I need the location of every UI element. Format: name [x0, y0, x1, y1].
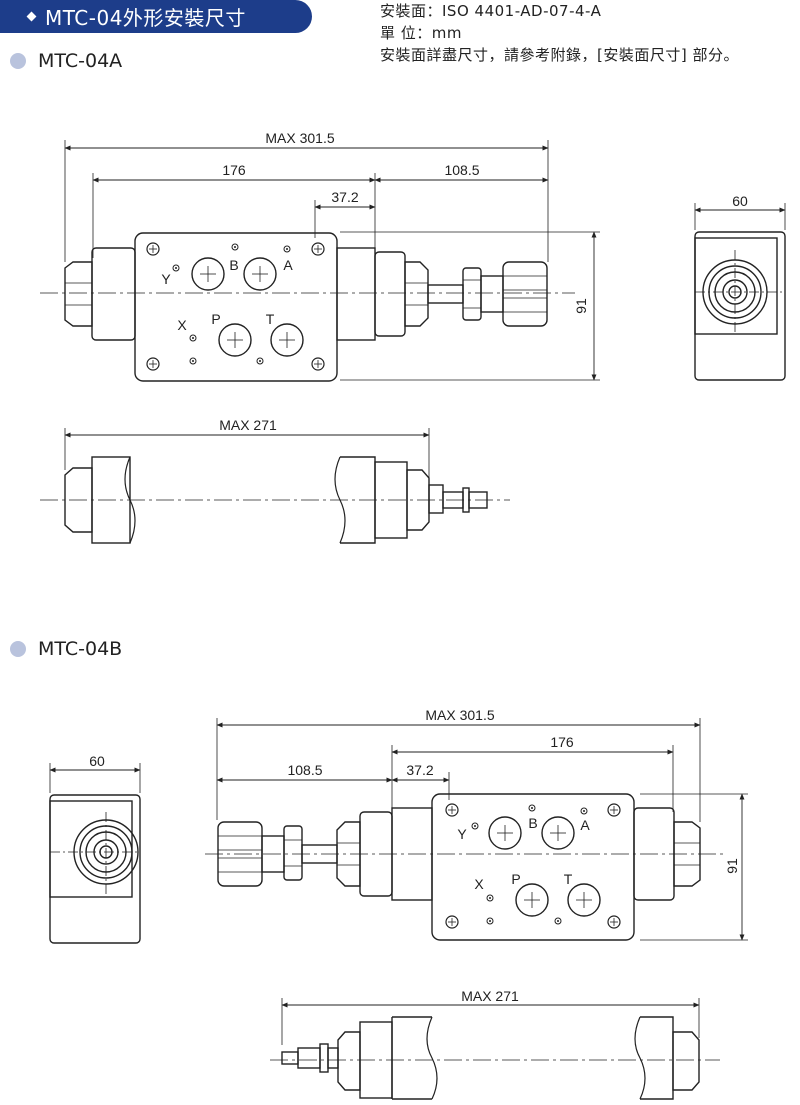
dim-a-body: 176	[222, 162, 246, 178]
mtc-04a-short-view	[40, 428, 510, 544]
mtc-04b-side-view	[49, 763, 141, 944]
dim-b-offset: 37.2	[406, 762, 433, 778]
port-a-x-label: X	[177, 317, 187, 333]
page-title: MTC-04外形安裝尺寸	[0, 0, 312, 33]
dim-b-knob: 108.5	[287, 762, 322, 778]
mtc-04a-front-view	[40, 140, 600, 382]
spec-unit: 單 位：mm	[380, 24, 462, 42]
dim-a-height: 91	[573, 298, 589, 314]
dim-a-knob: 108.5	[444, 162, 479, 178]
section-a-label: MTC-04A	[38, 50, 123, 72]
section-b-label: MTC-04B	[38, 638, 123, 660]
spec-reference-note: 安裝面詳盡尺寸，請參考附錄，[安裝面尺寸] 部分。	[380, 46, 739, 64]
section-b-heading: MTC-04B	[10, 638, 122, 660]
port-a-t-label: T	[266, 311, 275, 327]
dim-b-side-width: 60	[89, 753, 105, 769]
dim-b-body: 176	[550, 734, 574, 750]
port-b-t-label: T	[564, 871, 573, 887]
port-b-p-label: P	[511, 871, 520, 887]
port-b-y-label: Y	[457, 826, 467, 842]
spec-mounting-surface: 安裝面：ISO 4401-AD-07-4-A	[380, 2, 602, 20]
port-a-y-label: Y	[161, 271, 171, 287]
mtc-04b-short-view	[270, 998, 720, 1100]
dim-b-short: MAX 271	[461, 988, 519, 1004]
mtc-04b-front-view	[205, 718, 748, 941]
dim-a-offset: 37.2	[331, 189, 358, 205]
page-title-text: MTC-04外形安裝尺寸	[45, 6, 246, 30]
spec-notes: 安裝面：ISO 4401-AD-07-4-A 單 位：mm 安裝面詳盡尺寸，請參…	[380, 0, 739, 66]
port-b-x-label: X	[474, 876, 484, 892]
port-b-b-label: B	[528, 815, 537, 831]
port-a-b-label: B	[229, 257, 238, 273]
port-a-a-label: A	[283, 257, 293, 273]
dim-a-side-width: 60	[732, 193, 748, 209]
section-a-heading: MTC-04A	[10, 50, 122, 72]
dim-a-overall: MAX 301.5	[265, 130, 334, 146]
port-a-p-label: P	[211, 311, 220, 327]
dim-b-overall: MAX 301.5	[425, 707, 494, 723]
dim-a-short: MAX 271	[219, 417, 277, 433]
section-a-bullet-icon	[10, 53, 26, 69]
section-b-bullet-icon	[10, 641, 26, 657]
port-b-a-label: A	[580, 817, 590, 833]
dim-b-height: 91	[724, 858, 740, 874]
mtc-04a-side-view	[694, 203, 786, 381]
